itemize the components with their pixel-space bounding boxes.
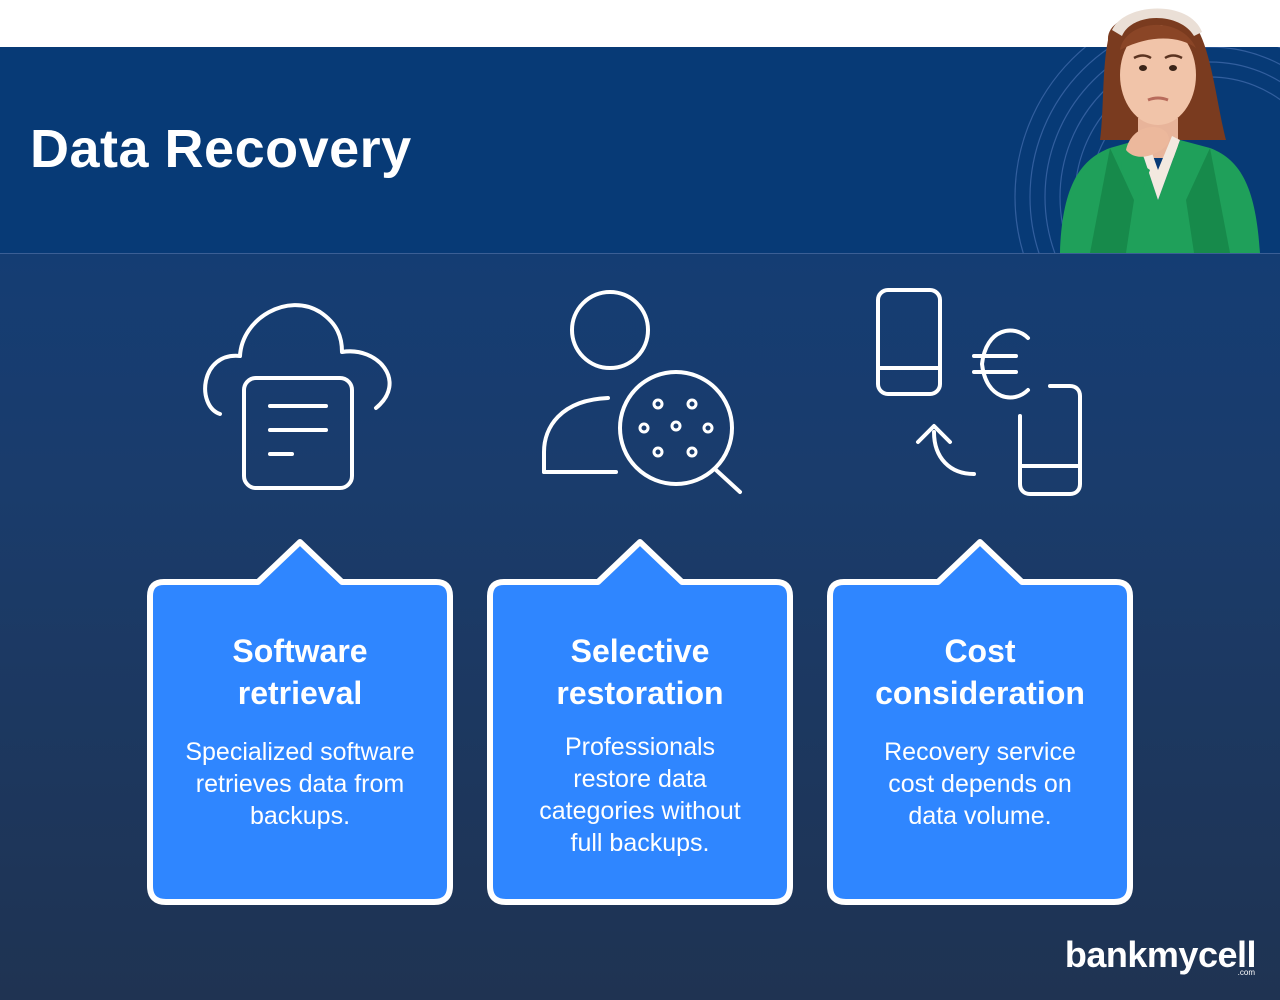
card-text-line: Specialized software [185, 738, 415, 766]
card-shape [827, 539, 1133, 905]
card-text-line: data volume. [908, 802, 1052, 830]
top-strip [0, 0, 1280, 47]
card-title: Cost consideration [836, 630, 1124, 714]
card-title-line: retrieval [237, 675, 363, 711]
card-text-line: cost depends on [888, 770, 1072, 798]
brand-logo-suffix: .com [1237, 968, 1255, 977]
card-selective-restoration: Selective restoration Professionals rest… [486, 536, 794, 908]
cloud-document-icon [196, 294, 406, 494]
page-title: Data Recovery [30, 119, 412, 179]
card-description: Recovery service cost depends on data vo… [840, 736, 1120, 832]
card-software-retrieval: Software retrieval Specialized software … [146, 536, 454, 908]
phone-euro-exchange-icon [874, 286, 1094, 500]
card-text-line: categories without [539, 797, 741, 825]
thinking-woman-photo [1060, 8, 1260, 253]
card-title: Software retrieval [156, 630, 444, 714]
card-text-line: Recovery service [884, 738, 1076, 766]
brand-logo[interactable]: bankmycell [1064, 934, 1257, 975]
card-shape [147, 539, 453, 905]
card-title-line: Software [232, 633, 368, 669]
card-text-line: restore data [573, 765, 707, 793]
card-cost-consideration: Cost consideration Recovery service cost… [826, 536, 1134, 908]
card-text-line: backups. [249, 802, 351, 830]
card-description: Professionals restore data categories wi… [500, 731, 780, 859]
card-description: Specialized software retrieves data from… [160, 736, 440, 832]
card-shape [487, 539, 793, 905]
card-title-line: restoration [556, 675, 724, 711]
card-text-line: full backups. [570, 829, 710, 857]
card-title-line: Cost [944, 633, 1016, 669]
card-title-line: consideration [875, 675, 1085, 711]
card-title: Selective restoration [496, 630, 784, 714]
card-text-line: Professionals [564, 733, 716, 761]
card-text-line: retrieves data from [195, 770, 405, 798]
card-title-line: Selective [570, 633, 710, 669]
user-search-icon [540, 290, 750, 500]
